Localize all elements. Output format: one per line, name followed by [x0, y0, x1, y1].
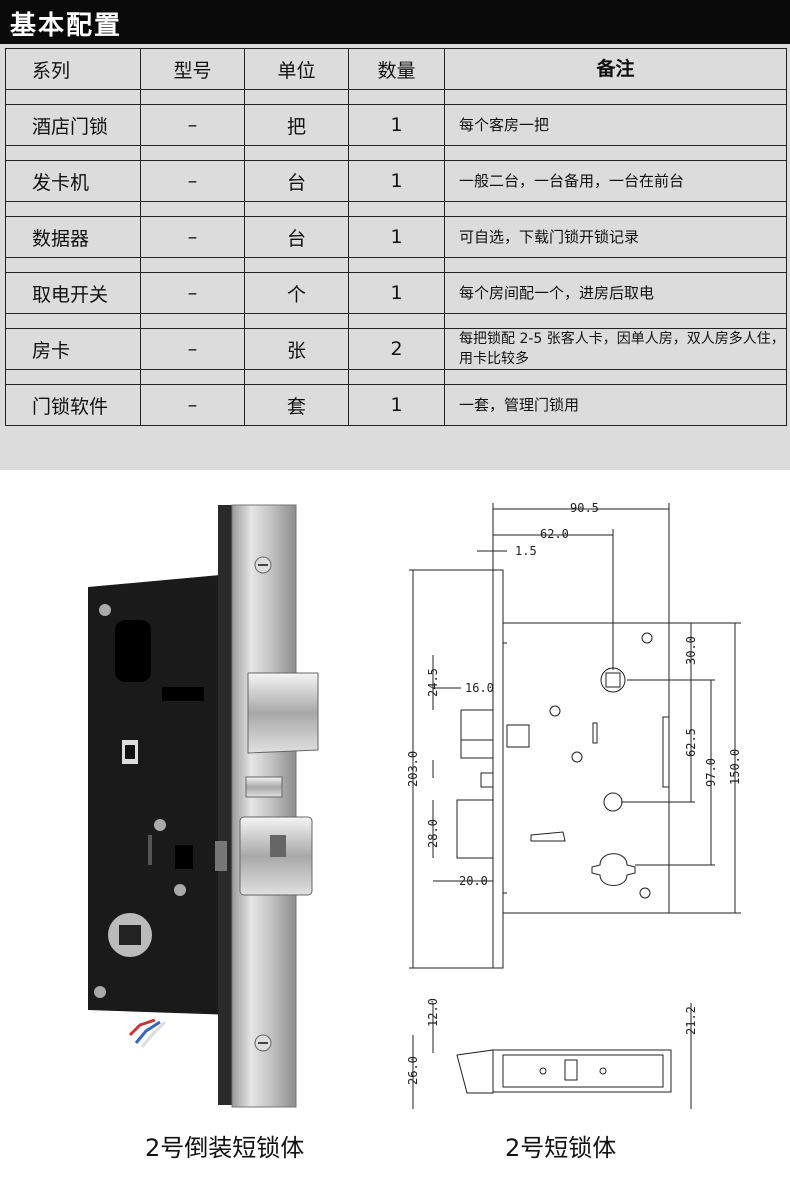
section-title: 基本配置	[10, 11, 123, 41]
cell-qty: 1	[348, 272, 445, 314]
table-header-row: 系列 型号 单位 数量 备注	[5, 48, 787, 90]
cell-series: 门锁软件	[5, 384, 141, 426]
config-table: 系列 型号 单位 数量 备注 酒店门锁 – 把 1 每个客房一把 发卡机 – 台…	[5, 48, 787, 426]
cell-series: 取电开关	[5, 272, 141, 314]
cell-unit: 台	[244, 216, 349, 258]
table-row: 酒店门锁 – 把 1 每个客房一把	[5, 104, 787, 146]
dim-16-0: 16.0	[465, 681, 494, 695]
dim-24-5: 24.5	[426, 668, 440, 697]
section-header: 基本配置	[0, 0, 790, 44]
cell-qty: 1	[348, 104, 445, 146]
table-row: 房卡 – 张 2 每把锁配 2-5 张客人卡，因单人房，双人房多人住，用卡比较多	[5, 328, 787, 370]
cell-model: –	[140, 160, 245, 202]
cell-model: –	[140, 216, 245, 258]
cell-qty: 1	[348, 160, 445, 202]
cell-qty: 2	[348, 328, 445, 370]
table-row: 数据器 – 台 1 可自选，下载门锁开锁记录	[5, 216, 787, 258]
cell-note: 可自选，下载门锁开锁记录	[444, 216, 787, 258]
cell-unit: 套	[244, 384, 349, 426]
table-row: 发卡机 – 台 1 一般二台，一台备用，一台在前台	[5, 160, 787, 202]
dim-62-5: 62.5	[684, 728, 698, 757]
dim-28-0: 28.0	[426, 819, 440, 848]
technical-drawing: 90.5 62.0 1.5 203.0 24.5 16.0 28.0 20.0 …	[406, 501, 742, 1109]
caption-right: 2号短锁体	[505, 1134, 617, 1162]
cell-series: 酒店门锁	[5, 104, 141, 146]
caption-left: 2号倒装短锁体	[145, 1134, 305, 1162]
dim-1-5: 1.5	[515, 544, 537, 558]
dim-26-0: 26.0	[406, 1056, 420, 1085]
dim-30-0: 30.0	[684, 636, 698, 665]
dim-90-5: 90.5	[570, 501, 599, 515]
cell-qty: 1	[348, 384, 445, 426]
cell-unit: 个	[244, 272, 349, 314]
cell-series: 数据器	[5, 216, 141, 258]
cell-note: 一套，管理门锁用	[444, 384, 787, 426]
col-header-note: 备注	[444, 48, 787, 90]
cell-note: 一般二台，一台备用，一台在前台	[444, 160, 787, 202]
cell-note: 每把锁配 2-5 张客人卡，因单人房，双人房多人住，用卡比较多	[444, 328, 787, 370]
lock-body-photo	[88, 504, 319, 1108]
dim-150-0: 150.0	[728, 749, 742, 785]
dim-97-0: 97.0	[704, 758, 718, 787]
cell-unit: 台	[244, 160, 349, 202]
col-header-series: 系列	[5, 48, 141, 90]
dim-21-2: 21.2	[684, 1006, 698, 1035]
dim-62-0: 62.0	[540, 527, 569, 541]
dim-20-0: 20.0	[459, 874, 488, 888]
table-row: 门锁软件 – 套 1 一套，管理门锁用	[5, 384, 787, 426]
cell-note: 每个房间配一个，进房后取电	[444, 272, 787, 314]
cell-series: 发卡机	[5, 160, 141, 202]
cell-model: –	[140, 384, 245, 426]
cell-unit: 张	[244, 328, 349, 370]
cell-model: –	[140, 272, 245, 314]
cell-qty: 1	[348, 216, 445, 258]
dim-12-0: 12.0	[426, 998, 440, 1027]
col-header-model: 型号	[140, 48, 245, 90]
table-row: 取电开关 – 个 1 每个房间配一个，进房后取电	[5, 272, 787, 314]
col-header-unit: 单位	[244, 48, 349, 90]
cell-model: –	[140, 328, 245, 370]
cell-note: 每个客房一把	[444, 104, 787, 146]
col-header-qty: 数量	[348, 48, 445, 90]
cell-unit: 把	[244, 104, 349, 146]
cell-series: 房卡	[5, 328, 141, 370]
dim-203-0: 203.0	[406, 751, 420, 787]
cell-model: –	[140, 104, 245, 146]
